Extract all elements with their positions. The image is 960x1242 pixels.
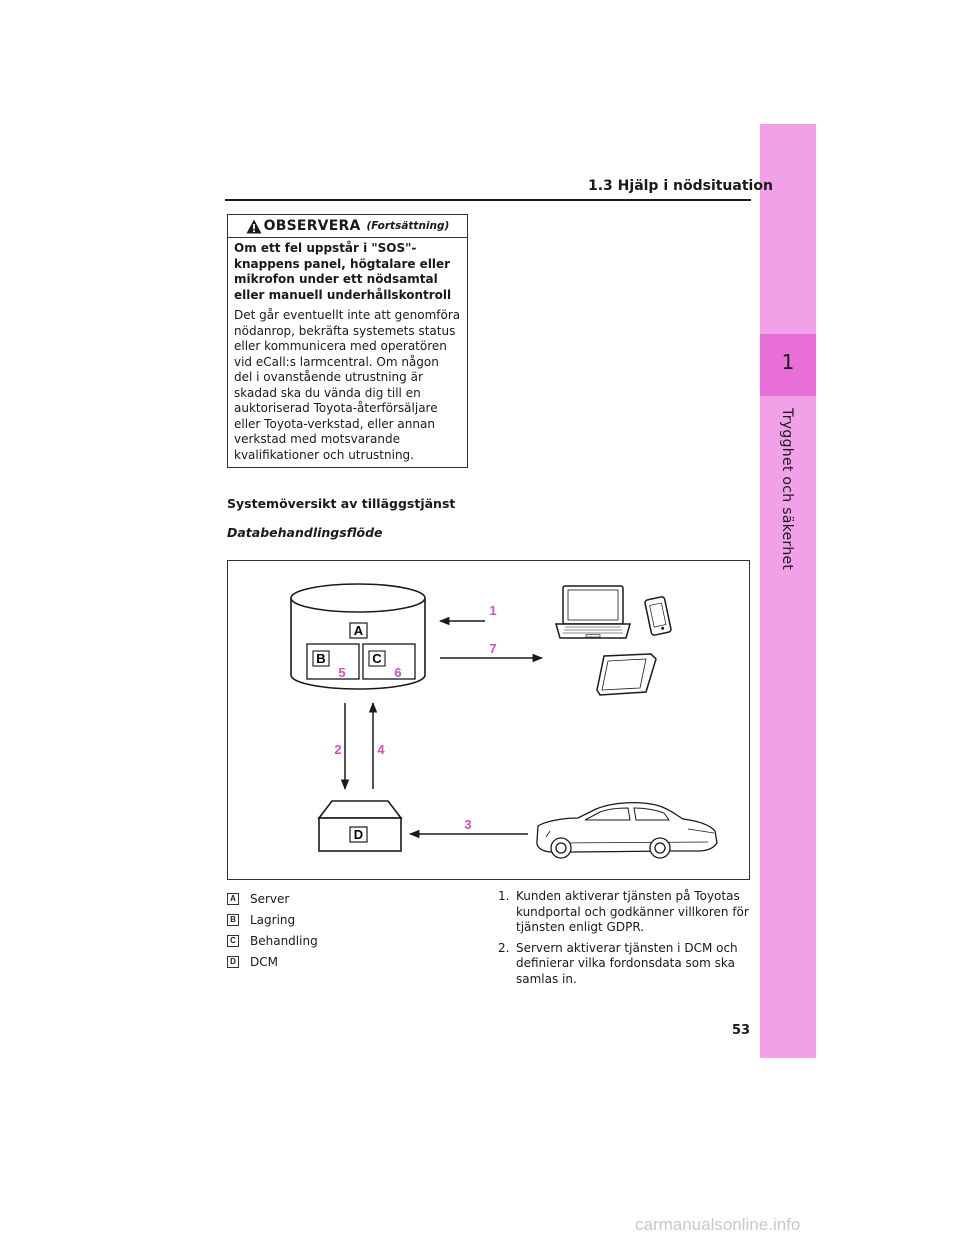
arrow-label-6: 6 bbox=[394, 665, 401, 680]
label-d: D bbox=[354, 827, 363, 842]
legend: A Server B Lagring C Behandling D DCM bbox=[227, 888, 318, 972]
section-header: 1.3 Hjälp i nödsituation bbox=[588, 178, 773, 194]
header-rule bbox=[225, 199, 751, 201]
legend-key: A bbox=[227, 892, 239, 905]
arrow-label-3: 3 bbox=[464, 817, 471, 832]
legend-key: D bbox=[227, 955, 239, 968]
car-icon bbox=[536, 802, 718, 859]
tablet-icon bbox=[596, 653, 657, 696]
notice-subheading: Om ett fel uppstår i "SOS"-knappens pane… bbox=[234, 241, 452, 302]
label-c: C bbox=[372, 651, 382, 666]
legend-key: C bbox=[227, 934, 239, 947]
legend-label: Lagring bbox=[250, 912, 296, 927]
notice-continued: (Fortsättning) bbox=[366, 220, 450, 232]
legend-label: DCM bbox=[250, 954, 278, 969]
step-text: Servern aktiverar tjänsten i DCM och def… bbox=[516, 940, 738, 986]
label-b: B bbox=[316, 651, 325, 666]
dcm-unit-icon bbox=[317, 800, 403, 852]
arrow-label-4: 4 bbox=[377, 742, 385, 757]
arrow-label-5: 5 bbox=[338, 665, 345, 680]
chapter-tab bbox=[760, 334, 816, 396]
arrow-label-7: 7 bbox=[489, 641, 496, 656]
legend-item: D DCM bbox=[227, 951, 318, 972]
legend-item: A Server bbox=[227, 888, 318, 909]
laptop-icon bbox=[555, 585, 631, 639]
label-box-a bbox=[349, 622, 368, 639]
notice-text: Det går eventuellt inte att genomföra nö… bbox=[234, 308, 461, 462]
chapter-title: Trygghet och säkerhet bbox=[779, 408, 795, 571]
legend-item: C Behandling bbox=[227, 930, 318, 951]
label-box-b bbox=[312, 650, 330, 667]
data-flow-diagram: A B 5 C 6 1 7 bbox=[227, 560, 750, 880]
notice-body: Om ett fel uppstår i "SOS"-knappens pane… bbox=[228, 238, 467, 463]
step-number: 1. bbox=[498, 889, 510, 903]
smartphone-icon bbox=[644, 596, 672, 636]
diagram-svg: A B 5 C 6 1 7 bbox=[290, 583, 718, 859]
step-item: 1. Kunden aktiverar tjänsten på Toyotas … bbox=[498, 889, 750, 936]
legend-label: Server bbox=[250, 891, 290, 906]
step-item: 2. Servern aktiverar tjänsten i DCM och … bbox=[498, 941, 750, 988]
chapter-number: 1 bbox=[781, 350, 795, 374]
label-box-d bbox=[349, 826, 368, 843]
step-text: Kunden aktiverar tjänsten på Toyotas kun… bbox=[516, 889, 749, 934]
label-box-c bbox=[368, 650, 386, 667]
data-flow-heading: Databehandlingsflöde bbox=[227, 525, 383, 540]
warning-icon bbox=[246, 219, 262, 233]
legend-item: B Lagring bbox=[227, 909, 318, 930]
notice-header: OBSERVERA (Fortsättning) bbox=[228, 215, 467, 238]
side-strip bbox=[760, 124, 816, 1058]
arrow-label-1: 1 bbox=[489, 603, 496, 618]
legend-key: B bbox=[227, 913, 239, 926]
steps-list: 1. Kunden aktiverar tjänsten på Toyotas … bbox=[498, 889, 750, 992]
arrow-label-2: 2 bbox=[334, 742, 341, 757]
step-number: 2. bbox=[498, 940, 510, 955]
label-a: A bbox=[354, 623, 364, 638]
page-number: 53 bbox=[732, 1023, 751, 1038]
watermark: carmanualsonline.info bbox=[635, 1215, 801, 1234]
notice-box: OBSERVERA (Fortsättning) Om ett fel upps… bbox=[227, 214, 468, 468]
system-overview-heading: Systemöversikt av tilläggstjänst bbox=[227, 496, 456, 511]
notice-title: OBSERVERA bbox=[263, 218, 361, 234]
legend-label: Behandling bbox=[250, 933, 318, 948]
